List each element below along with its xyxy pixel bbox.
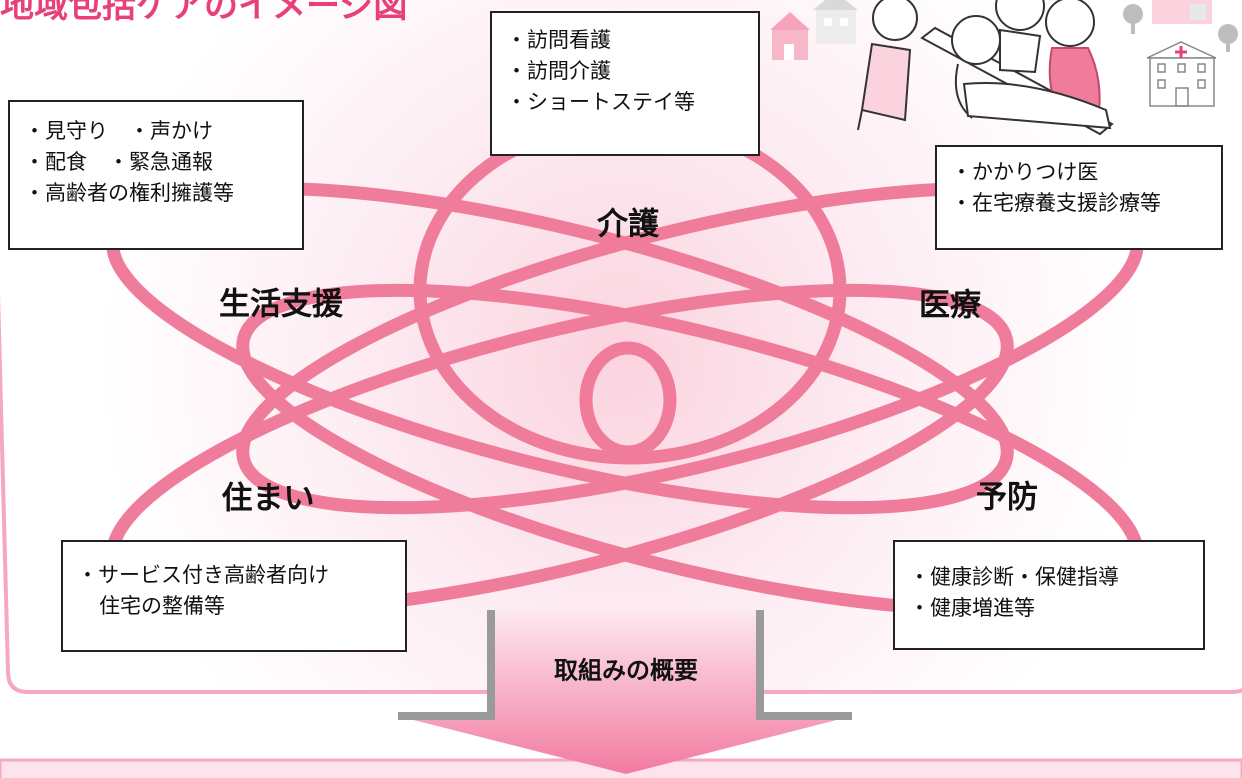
box-seikatsu-item: ・高齢者の権利擁護等 bbox=[24, 181, 234, 205]
down-arrow bbox=[398, 610, 852, 774]
box-kaigo: ・訪問看護 ・訪問介護 ・ショートステイ等 bbox=[490, 11, 760, 156]
houses-icon bbox=[770, 0, 858, 60]
arrow-label: 取組みの概要 bbox=[554, 656, 698, 685]
label-yobo: 予防 bbox=[976, 479, 1038, 516]
label-iryo: 医療 bbox=[919, 287, 981, 324]
box-sumai: ・サービス付き高齢者向け 住宅の整備等 bbox=[61, 540, 407, 652]
box-yobo: ・健康診断・保健指導 ・健康増進等 bbox=[893, 540, 1205, 650]
tree-icon bbox=[1123, 4, 1238, 52]
box-yobo-item: ・健康増進等 bbox=[909, 596, 1035, 620]
box-seikatsu-item: ・配食 ・緊急通報 bbox=[24, 150, 213, 174]
box-iryo-item: ・かかりつけ医 bbox=[951, 160, 1099, 184]
hospital-icon bbox=[1146, 0, 1217, 107]
elderly-care-illustration bbox=[857, 0, 1114, 136]
label-seikatsu: 生活支援 bbox=[219, 286, 343, 323]
label-sumai: 住まい bbox=[221, 480, 315, 517]
box-sumai-item: ・サービス付き高齢者向け bbox=[77, 563, 329, 587]
box-seikatsu-item: ・見守り ・声かけ bbox=[24, 119, 213, 143]
page-title: 地域包括ケアのイメージ図 bbox=[0, 0, 408, 26]
box-kaigo-item: ・ショートステイ等 bbox=[506, 90, 695, 114]
box-seikatsu: ・見守り ・声かけ ・配食 ・緊急通報 ・高齢者の権利擁護等 bbox=[8, 100, 304, 250]
label-kaigo: 介護 bbox=[597, 206, 659, 243]
box-iryo-item: ・在宅療養支援診療等 bbox=[951, 191, 1161, 215]
box-kaigo-item: ・訪問介護 bbox=[506, 59, 611, 83]
petal-center bbox=[579, 341, 677, 459]
box-yobo-item: ・健康診断・保健指導 bbox=[909, 565, 1119, 589]
box-iryo: ・かかりつけ医 ・在宅療養支援診療等 bbox=[935, 145, 1223, 250]
box-kaigo-item: ・訪問看護 bbox=[506, 28, 611, 52]
box-sumai-item: 住宅の整備等 bbox=[99, 594, 225, 618]
